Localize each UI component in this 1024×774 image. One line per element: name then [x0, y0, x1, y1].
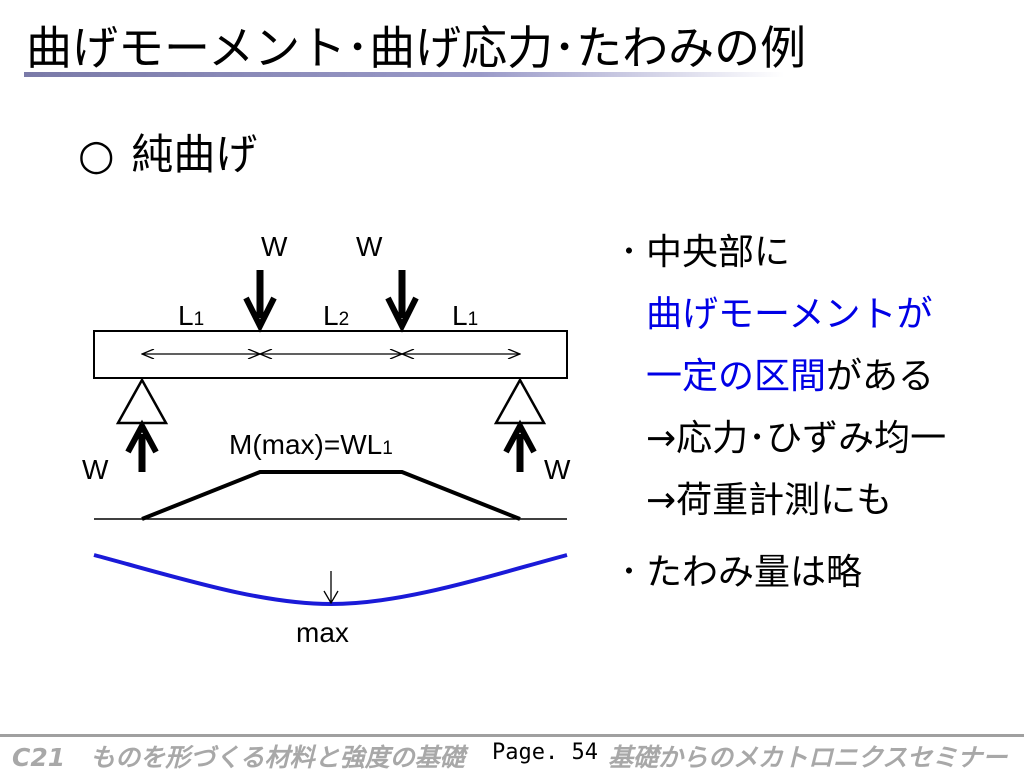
- load-label-left: W: [261, 231, 288, 262]
- support-triangle-right: [493, 377, 547, 425]
- title-underline: [24, 72, 784, 77]
- span-label-l1-right-sub: 1: [468, 309, 479, 330]
- span-label-l1-left-main: L: [178, 300, 194, 331]
- span-label-l2-sub: 2: [339, 309, 350, 330]
- span-label-l1-right: L1: [452, 300, 478, 331]
- bullet-text: たわみ量は略: [646, 552, 863, 593]
- reaction-arrow-left: [125, 419, 159, 472]
- bullet-item-2: ･たわみ量は略: [620, 542, 946, 604]
- load-arrow-left: [243, 270, 277, 333]
- moment-label: M(max)=WL1: [229, 429, 393, 460]
- span-label-l1-left-sub: 1: [194, 309, 205, 330]
- bullet-text-highlight: 曲げモーメントが: [646, 294, 933, 335]
- reaction-label-left: W: [82, 454, 109, 485]
- footer-page-number: Page. 54: [492, 740, 598, 765]
- span-label-l2-main: L: [323, 300, 339, 331]
- slide-title: 曲げモーメント･曲げ応力･たわみの例: [26, 21, 807, 75]
- footer-course-title: C21 ものを形づくる材料と強度の基礎: [12, 743, 465, 772]
- bullet-item-1-line-4: →応力･ひずみ均一: [620, 408, 946, 470]
- bullet-text-highlight: 一定の区間: [646, 356, 827, 397]
- bullet-item-1-line-2: 曲げモーメントが: [620, 284, 946, 346]
- load-label-right: W: [356, 231, 383, 262]
- bullet-dot: ･: [620, 232, 638, 273]
- section-heading: ○ 純曲げ: [78, 128, 257, 182]
- support-triangle-left: [115, 377, 169, 425]
- span-label-l2: L2: [323, 300, 349, 331]
- bullet-text: →応力･ひずみ均一: [646, 418, 947, 459]
- bullet-item-1-line-5: →荷重計測にも: [620, 470, 946, 532]
- span-label-l1-right-main: L: [452, 300, 468, 331]
- reaction-label-right: W: [544, 454, 571, 485]
- span-label-l1-left: L1: [178, 300, 204, 331]
- load-arrow-right: [385, 270, 419, 333]
- bullet-item-1-line-1: ･中央部に: [620, 222, 946, 284]
- max-deflection-arrow: [323, 571, 339, 605]
- bullet-item-1-line-3: 一定の区間がある: [620, 346, 946, 408]
- bullet-text: →荷重計測にも: [646, 480, 893, 521]
- bullet-text: がある: [826, 356, 935, 397]
- reaction-arrow-right: [503, 419, 537, 472]
- bullet-dot: ･: [620, 552, 638, 593]
- bullet-text: 中央部に: [646, 232, 791, 273]
- moment-label-main: M(max)=WL: [229, 429, 382, 460]
- moment-diagram: [141, 470, 521, 521]
- bullet-list: ･中央部に 曲げモーメントが 一定の区間がある →応力･ひずみ均一 →荷重計測に…: [620, 222, 946, 604]
- moment-label-sub: 1: [382, 438, 393, 459]
- footer-divider: [0, 734, 1024, 737]
- footer-seminar-title: 基礎からのメカトロニクスセミナー: [608, 743, 1008, 772]
- section-title: 純曲げ: [131, 130, 258, 179]
- deflection-label: max: [296, 617, 349, 648]
- circle-bullet-icon: ○: [78, 130, 115, 179]
